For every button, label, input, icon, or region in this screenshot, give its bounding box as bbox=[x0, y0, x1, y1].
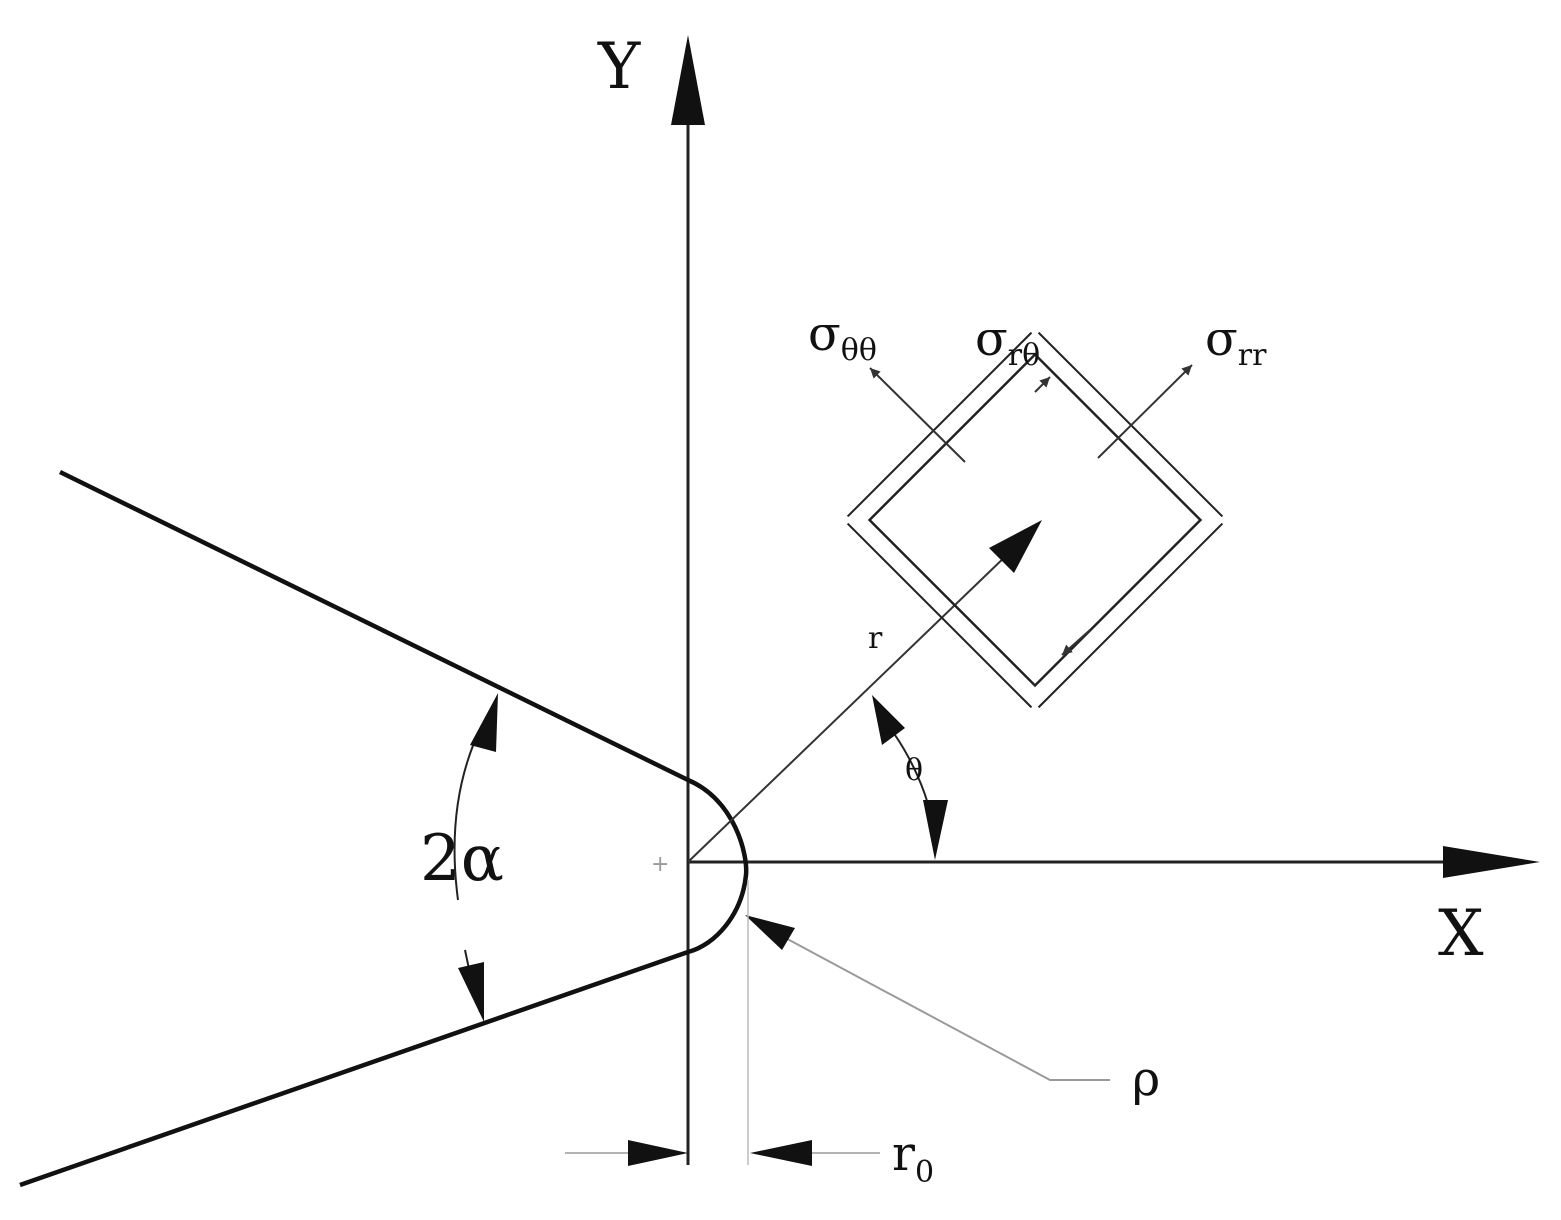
sigma-rt-label: σrθ bbox=[975, 311, 1040, 373]
r0-label: r0 bbox=[892, 1126, 934, 1190]
angle-arrow-lower bbox=[458, 962, 484, 1022]
r0-label-base: r bbox=[892, 1126, 915, 1182]
r0-arrow-left bbox=[628, 1140, 688, 1166]
rho-arrowhead bbox=[745, 915, 795, 950]
y-axis-label: Y bbox=[597, 30, 641, 104]
theta-arrow-upper bbox=[872, 695, 905, 745]
sigma-tt-sub: θθ bbox=[841, 333, 877, 368]
r0-label-sub: 0 bbox=[915, 1155, 934, 1190]
x-axis-label: X bbox=[1438, 897, 1484, 971]
sigma-rt-base: σ bbox=[975, 311, 1008, 367]
stress-element bbox=[846, 331, 1224, 709]
sigma-rt-sub: rθ bbox=[1008, 338, 1040, 373]
radius-vector bbox=[687, 520, 1042, 863]
rho-leader bbox=[745, 915, 1110, 1081]
theta-arrow-lower bbox=[923, 800, 948, 860]
sigma-rr-base: σ bbox=[1205, 311, 1238, 367]
radius-label: r bbox=[868, 621, 883, 656]
r0-arrow-right bbox=[750, 1140, 812, 1166]
sigma-rr-label: σrr bbox=[1205, 311, 1267, 373]
theta-angle-arc bbox=[872, 695, 948, 860]
x-axis-arrowhead bbox=[1443, 846, 1540, 878]
sigma-tt-base: σ bbox=[808, 306, 841, 362]
rho-label: ρ bbox=[1132, 1051, 1160, 1107]
sigma-rr-sub: rr bbox=[1238, 338, 1267, 373]
y-axis-arrowhead bbox=[671, 35, 705, 125]
notch-angle-label: 2α bbox=[420, 822, 504, 896]
sigma-tt-label: σθθ bbox=[808, 306, 877, 368]
r0-dimension bbox=[565, 880, 880, 1166]
radius-arrowhead bbox=[989, 520, 1042, 573]
sigma-rt-arrow bbox=[1034, 376, 1051, 393]
notch-outline bbox=[19, 469, 749, 1188]
y-axis bbox=[671, 35, 705, 1165]
sigma-rt-counter-arrow bbox=[1061, 629, 1091, 656]
theta-label: θ bbox=[905, 753, 923, 788]
notch-angle-arc bbox=[453, 693, 498, 1022]
angle-arrow-upper bbox=[470, 693, 498, 752]
sigma-tt-arrow bbox=[869, 367, 966, 463]
notch-center-mark: + bbox=[651, 852, 669, 877]
x-axis bbox=[688, 846, 1540, 878]
sigma-rr-arrow bbox=[1097, 364, 1193, 459]
